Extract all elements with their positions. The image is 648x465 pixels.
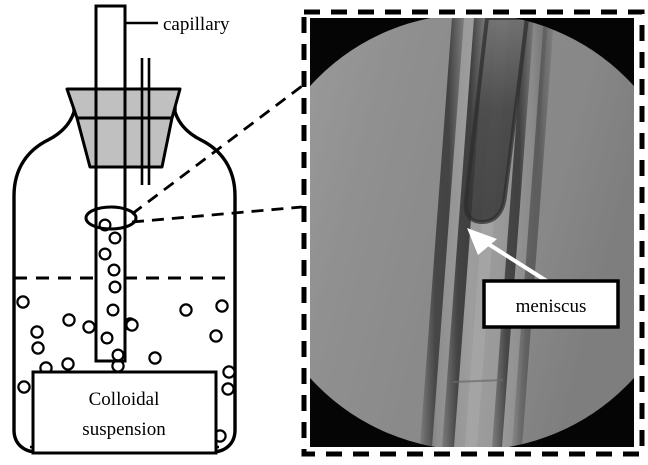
capillary-label: capillary: [163, 14, 230, 35]
circular-field-of-view: [310, 18, 634, 447]
callout-line-lower: [131, 205, 303, 224]
dashed-callout-border: [301, 9, 645, 457]
micrograph-panel: [301, 9, 645, 457]
meniscus-label: meniscus: [516, 296, 587, 317]
meniscus-ellipse-marker: [84, 205, 138, 231]
colloidal-suspension-label-line1: Colloidal: [89, 389, 160, 410]
capillary-tube: [94, 4, 127, 363]
capillary-particles: [98, 218, 125, 362]
photo-artifact-line: [452, 379, 504, 383]
meniscus-dark-curve: [463, 18, 530, 225]
meniscus-label-box: [482, 279, 620, 329]
callout-connectors: [131, 84, 303, 224]
schematic-panel: [12, 4, 237, 455]
meniscus-pointer-arrow: [467, 228, 555, 287]
colloidal-suspension-label-line2: suspension: [82, 419, 166, 440]
tube-over-stopper: [94, 89, 127, 167]
thin-tube-over-stopper: [140, 89, 151, 167]
colloid-particles: [16, 295, 236, 443]
callout-line-upper: [131, 84, 303, 216]
colloidal-suspension-box: [31, 370, 218, 455]
